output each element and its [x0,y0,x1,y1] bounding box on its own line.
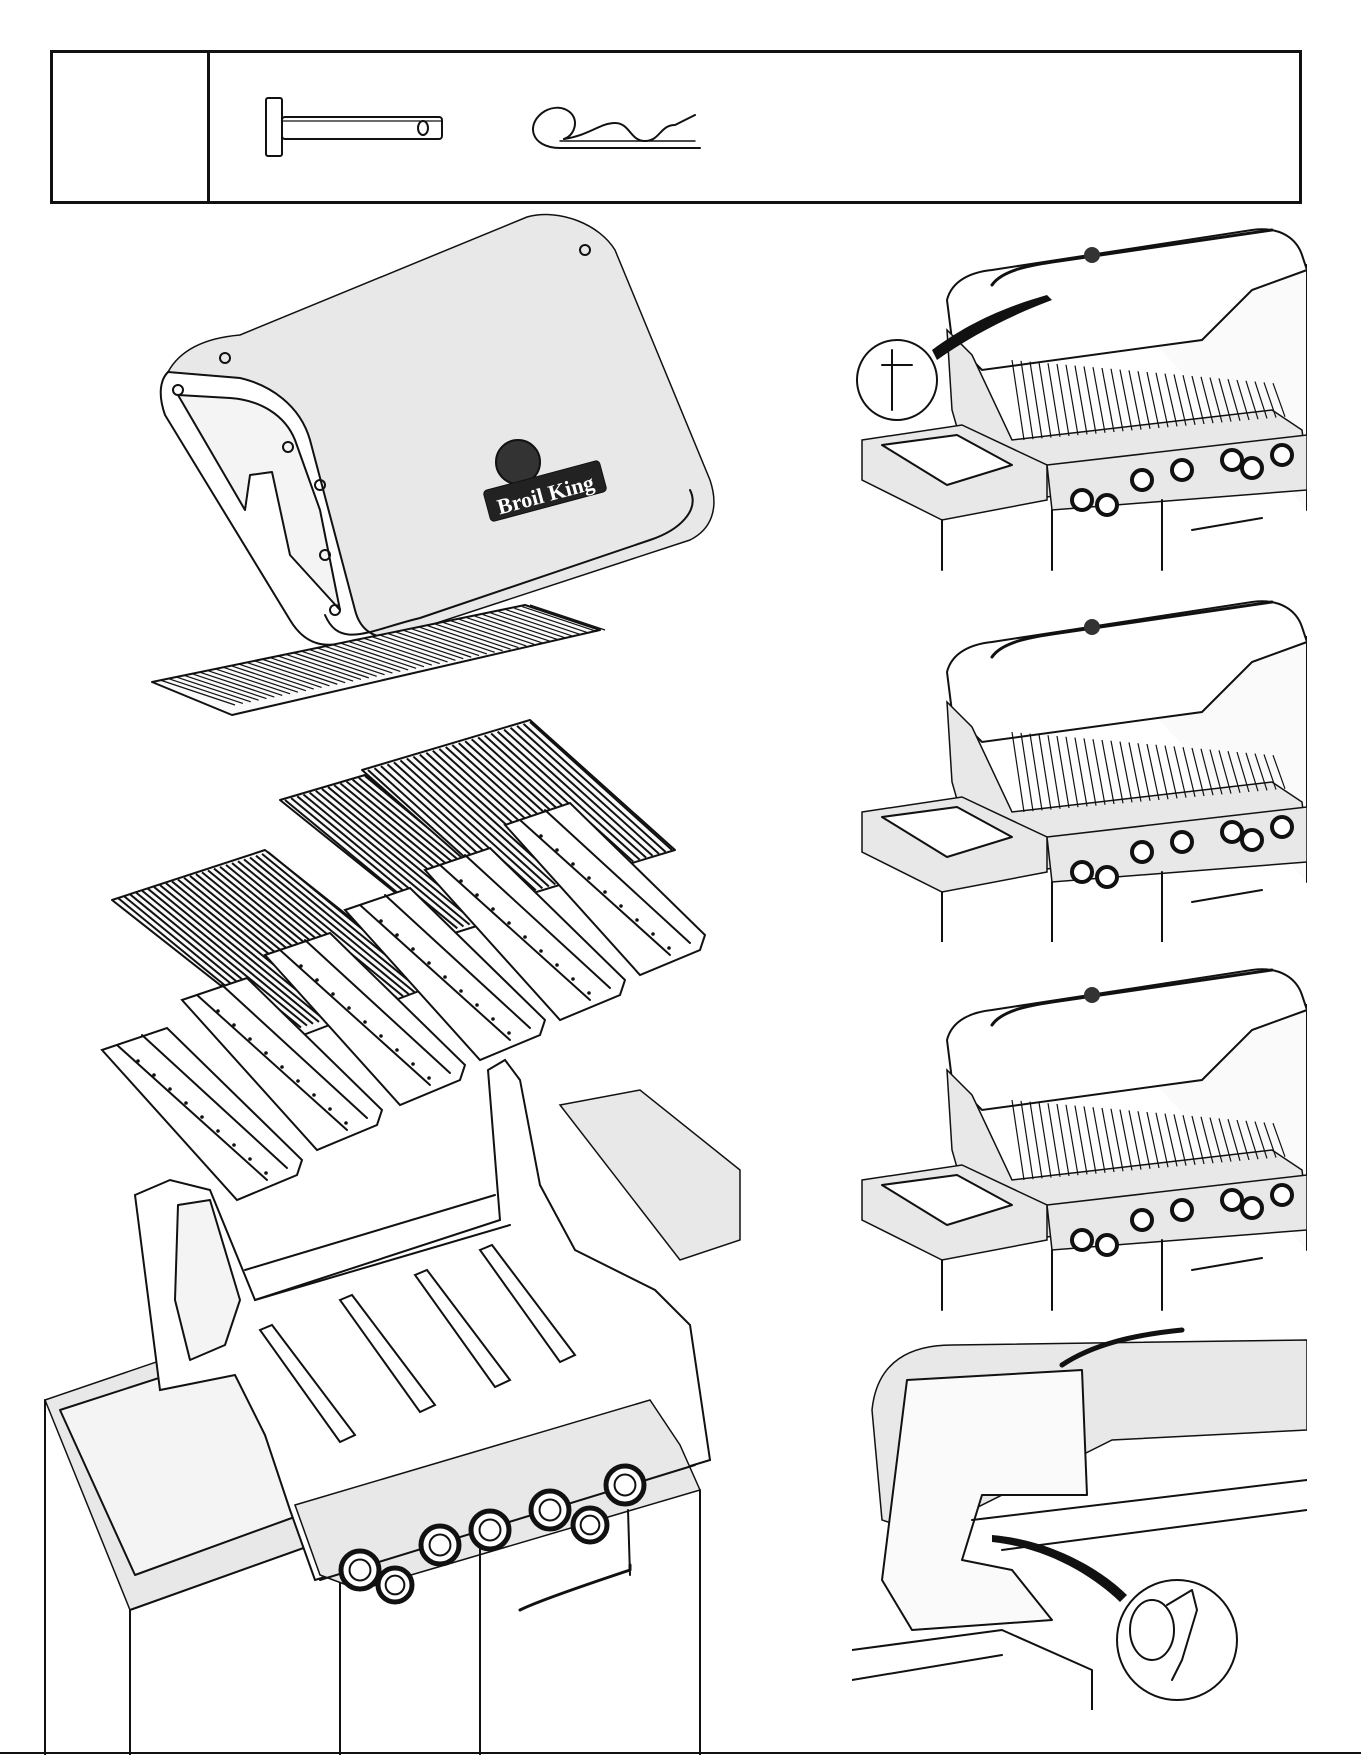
clevis-pin-icon [260,93,460,163]
parts-box [50,50,1302,204]
step-3-flav-r-wave [852,950,1307,1315]
step-4-lid-pin [852,1320,1307,1710]
grill-lid: Broil King [161,215,714,645]
footer-rule [0,1752,1361,1754]
step-1-warming-rack [852,210,1307,580]
grill-body [45,1060,740,1755]
parts-items-cell [210,53,1299,201]
step-2-cooking-grids [852,582,1307,942]
exploded-view: Broil King [40,210,840,1755]
parts-quantity-cell [53,53,210,201]
hairpin-cotter-icon [520,93,710,163]
